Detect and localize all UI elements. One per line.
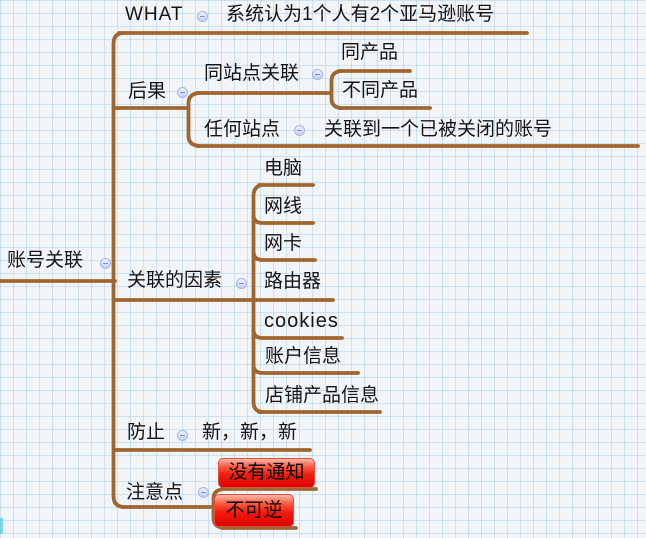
branch-factors-spine: [251, 183, 264, 414]
node-consequence[interactable]: 后果: [128, 81, 167, 102]
node-notes[interactable]: 注意点: [126, 482, 184, 503]
node-computer[interactable]: 电脑: [264, 158, 303, 179]
node-irreversible[interactable]: 不可逆: [214, 494, 294, 527]
node-any-site[interactable]: 任何站点: [204, 119, 281, 140]
node-root[interactable]: 账号关联: [7, 250, 84, 271]
node-same-site[interactable]: 同站点关联: [204, 63, 300, 84]
minus-glyph: [103, 262, 108, 265]
collapse-icon-same-site[interactable]: [312, 69, 323, 80]
node-cable[interactable]: 网线: [264, 196, 303, 217]
collapse-icon-notes[interactable]: [198, 487, 209, 498]
collapse-icon-root[interactable]: [100, 258, 111, 269]
collapse-icon-what[interactable]: [197, 11, 208, 22]
node-what[interactable]: WHAT: [125, 4, 184, 25]
node-diff-product[interactable]: 不同产品: [342, 80, 419, 101]
branch-consequence-bracket: [186, 91, 201, 148]
node-router[interactable]: 路由器: [264, 271, 322, 292]
node-prevent[interactable]: 防止: [127, 422, 166, 443]
node-cookies[interactable]: cookies: [264, 310, 339, 332]
node-shop-info[interactable]: 店铺产品信息: [265, 385, 380, 406]
minus-glyph: [239, 282, 244, 285]
collapse-icon-consequence[interactable]: [177, 87, 188, 98]
node-account-info[interactable]: 账户信息: [265, 346, 342, 367]
collapse-icon-factors[interactable]: [236, 278, 247, 289]
collapse-icon-prevent[interactable]: [177, 430, 188, 441]
node-nic[interactable]: 网卡: [264, 233, 303, 254]
node-any-site-detail[interactable]: 关联到一个已被关闭的账号: [324, 119, 553, 140]
branch-trunk: [111, 31, 126, 509]
minus-glyph: [201, 491, 206, 494]
canvas-edge-mark: [0, 518, 3, 534]
node-same-product[interactable]: 同产品: [341, 42, 399, 63]
minus-glyph: [315, 73, 320, 76]
minus-glyph: [180, 434, 185, 437]
minus-glyph: [200, 15, 205, 18]
node-prevent-detail[interactable]: 新，新，新: [202, 422, 298, 443]
node-what-detail[interactable]: 系统认为1个人有2个亚马逊账号: [226, 4, 495, 25]
collapse-icon-any-site[interactable]: [294, 125, 305, 136]
minus-glyph: [297, 129, 302, 132]
branch-same-site-bracket: [329, 69, 343, 110]
minus-glyph: [180, 91, 185, 94]
node-no-notice[interactable]: 没有通知: [218, 458, 315, 488]
node-factors[interactable]: 关联的因素: [127, 270, 223, 291]
